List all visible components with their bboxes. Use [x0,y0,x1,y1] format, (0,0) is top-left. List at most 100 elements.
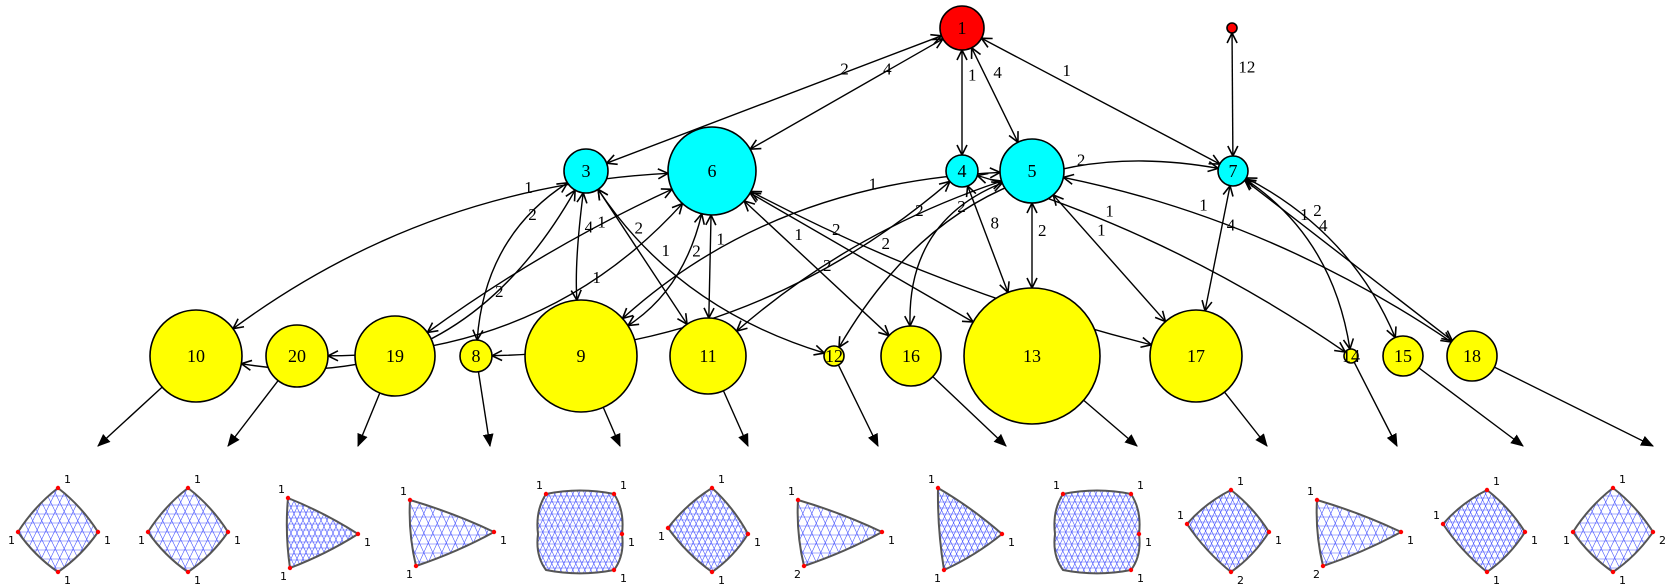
edge-label-6-17: 2 [881,234,890,253]
edge-6-11 [709,215,711,318]
corner-vertex [1128,567,1134,573]
corner-vertex [95,529,101,535]
corner-label: 1 [194,473,201,486]
node-circle [149,309,243,403]
corner-label: 1 [1531,534,1538,547]
edge-label-6-9: 2 [692,241,701,260]
leaf-edge-14 [1353,361,1398,447]
corner-label: 1 [364,536,371,549]
corner-vertex [1060,491,1066,497]
node-label: 6 [708,161,717,181]
edge-7-12 [839,160,1218,347]
node-circle [945,154,979,188]
node-label: 20 [288,346,306,366]
node-circle [667,126,757,216]
node-label: 11 [699,346,716,366]
corner-label: 1 [888,534,895,547]
node-20[interactable]: 20 [265,324,329,388]
corner-vertex [1610,569,1616,575]
node-19[interactable]: 19 [354,315,436,397]
node-14[interactable]: 14 [1342,346,1360,366]
node-3[interactable]: 3 [563,148,609,194]
node-13[interactable]: 13 [963,287,1101,425]
node-circle [1217,155,1249,187]
corner-label: 1 [628,536,635,549]
corner-label: 1 [104,534,111,547]
edge-6-13 [750,193,973,322]
node-17[interactable]: 17 [1149,309,1243,403]
corner-vertex [1440,521,1446,527]
mesh-thumbnail-14: 112 [1307,485,1414,581]
node-label: 1 [958,18,967,38]
node-circle [1226,22,1238,34]
corner-vertex [795,497,801,503]
edge-label-6-19: 1 [597,212,606,231]
node-circle [1382,335,1424,377]
node-label: 19 [386,346,404,366]
corner-vertex [185,569,191,575]
corner-label: 1 [536,479,543,492]
corner-label: 1 [928,473,935,486]
edge-label-5-17: 1 [1097,221,1106,240]
node-18[interactable]: 18 [1446,330,1498,382]
edge-label-1-4: 1 [968,65,977,84]
edge-label-7-12: 2 [1077,150,1086,169]
corner-label: 1 [1137,572,1144,585]
node-label: 12 [825,346,843,366]
corner-label: 1 [1619,574,1626,587]
corner-label: 2 [794,568,801,581]
node-4[interactable]: 4 [945,154,979,188]
edge-label-5-13: 2 [1038,221,1047,240]
edge-label-6-10: 1 [524,178,533,197]
node-1[interactable]: 1 [939,5,985,51]
leaf-edge-18 [1494,366,1654,447]
corner-label: 1 [500,534,507,547]
corner-vertex [1136,531,1142,537]
edge-top-7 [1232,33,1233,156]
edge-1-7 [981,38,1219,164]
corner-vertex [491,529,497,535]
corner-label: 1 [1307,485,1314,498]
node-circle [265,324,329,388]
node-label: 15 [1394,346,1412,366]
node-top[interactable] [1226,22,1238,34]
node-15[interactable]: 15 [1382,335,1424,377]
corner-vertex [1570,529,1576,535]
corner-vertex [15,529,21,535]
corner-vertex [935,485,941,491]
edge-6-16 [744,201,889,336]
edge-1-6 [750,39,943,149]
node-label: 3 [582,161,591,181]
node-8[interactable]: 8 [459,339,493,373]
corner-label: 1 [1433,509,1440,522]
corner-label: 1 [1407,534,1414,547]
node-11[interactable]: 11 [669,317,747,395]
edge-label-5-9: 1 [869,175,878,194]
leaf-edge-12 [837,364,879,447]
edge-label-6-20: 1 [592,268,601,287]
node-9[interactable]: 9 [524,299,638,413]
leaf-edge-15 [1418,367,1524,447]
node-circle [459,339,493,373]
corner-label: 1 [1177,509,1184,522]
node-5[interactable]: 5 [999,138,1065,204]
node-16[interactable]: 16 [880,325,942,387]
corner-label: 1 [620,479,627,492]
edge-label-7-17: 4 [1227,215,1236,234]
corner-vertex [285,495,291,501]
corner-label: 1 [138,534,145,547]
corner-label: 1 [788,485,795,498]
node-circle [999,138,1065,204]
corner-vertex [1522,529,1528,535]
node-6[interactable]: 6 [667,126,757,216]
node-7[interactable]: 7 [1217,155,1249,187]
node-circle [939,5,985,51]
corner-vertex [1484,487,1490,493]
corner-vertex [879,529,885,535]
corner-vertex [1610,485,1616,491]
node-10[interactable]: 10 [149,309,243,403]
node-12[interactable]: 12 [823,345,845,367]
